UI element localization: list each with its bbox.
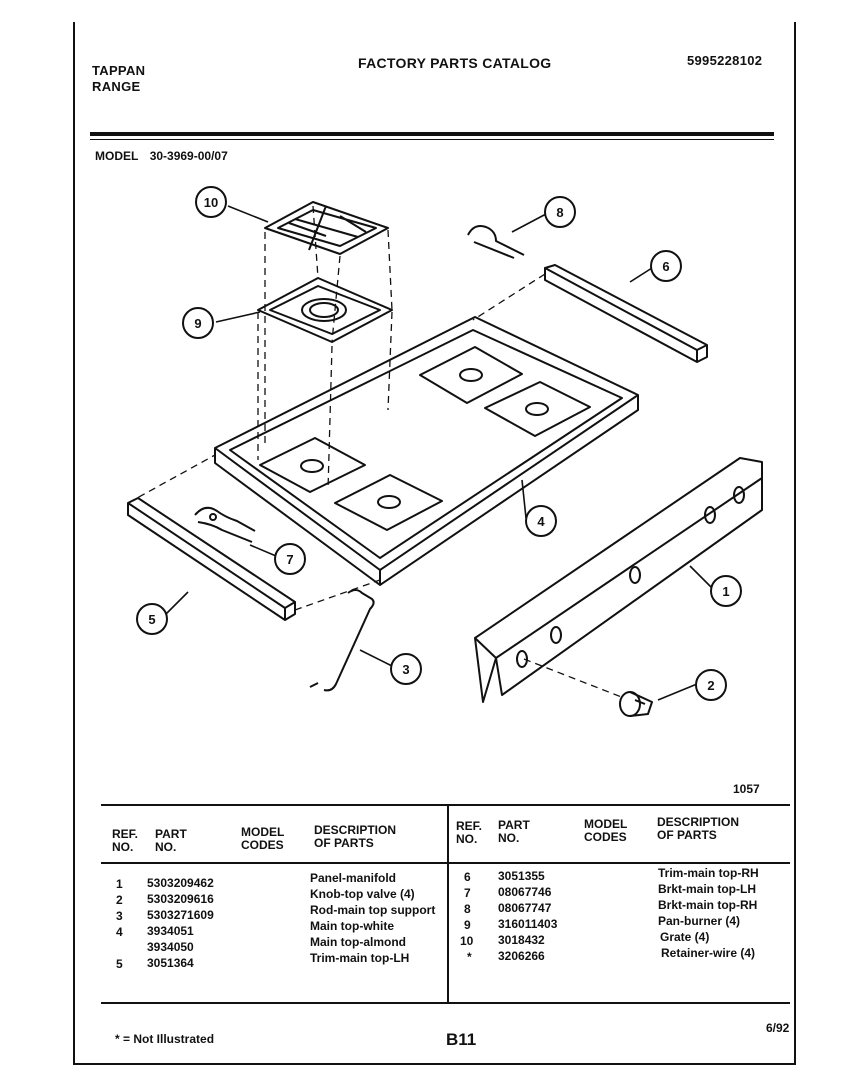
callout-label: 10: [204, 195, 218, 210]
row-part-number: 316011403: [498, 917, 558, 931]
table-top-rule: [101, 804, 790, 806]
row-ref: 7: [464, 886, 471, 900]
row-ref: 8: [464, 902, 471, 916]
row-description: Knob-top valve (4): [310, 887, 415, 901]
callout-circle-7: [274, 543, 306, 575]
callout-label: 8: [556, 205, 563, 220]
callout-circle-5: [136, 603, 168, 635]
left-ref-header: REF.NO.: [112, 827, 139, 854]
callout-label: 9: [194, 316, 201, 331]
row-description: Main top-almond: [310, 935, 406, 949]
support-rod-part: [309, 589, 375, 692]
row-description: Brkt-main top-LH: [658, 882, 756, 896]
row-ref: 9: [464, 918, 471, 932]
row-ref: 6: [464, 870, 471, 884]
row-part-number: 3051355: [498, 869, 545, 883]
row-description: Brkt-main top-RH: [658, 898, 758, 912]
grate-part: [264, 201, 389, 255]
callout-circle-8: [544, 196, 576, 228]
callout-label: 1: [722, 584, 729, 599]
row-part-number: 08067747: [498, 901, 552, 915]
row-part-number: 3934051: [147, 924, 194, 938]
row-ref: 4: [116, 925, 123, 939]
table-column-divider: [447, 806, 449, 1004]
row-part-number: 3018432: [498, 933, 545, 947]
row-description: Rod-main top support: [310, 903, 436, 917]
figure-number: 1057: [733, 782, 760, 796]
row-part-number: 5303209462: [147, 876, 214, 890]
row-description: Pan-burner (4): [658, 914, 741, 928]
model-line: MODEL 30-3969-00/07: [95, 149, 228, 163]
row-description: Trim-main top-RH: [658, 866, 759, 880]
burner-pan-part: [257, 277, 393, 343]
row-description: Main top-white: [310, 919, 394, 933]
callout-circle-6: [650, 250, 682, 282]
model-value: 30-3969-00/07: [149, 149, 228, 163]
row-ref: 10: [460, 934, 474, 948]
trim-lh-part: [127, 497, 296, 621]
row-description: Panel-manifold: [310, 871, 397, 885]
callout-circle-10: [195, 186, 227, 218]
table-header-rule: [101, 862, 790, 864]
row-part-number: 3051364: [147, 956, 194, 970]
catalog-title: FACTORY PARTS CATALOG: [358, 55, 552, 71]
row-description: Trim-main top-LH: [310, 951, 410, 965]
row-part-number: 3206266: [498, 949, 545, 963]
callout-label: 4: [537, 514, 545, 529]
catalog-number: 5995228102: [687, 53, 763, 68]
row-ref: 1: [116, 877, 123, 891]
row-ref: 3: [116, 909, 123, 923]
callout-label: 7: [286, 552, 293, 567]
row-part-number: 5303209616: [147, 892, 214, 906]
brand-name: TAPPAN: [92, 63, 146, 78]
row-part-number: 5303271609: [147, 908, 214, 922]
callout-label: 3: [402, 662, 409, 677]
callout-label: 6: [662, 259, 669, 274]
callout-circle-2: [695, 669, 727, 701]
row-ref: 5: [116, 957, 123, 971]
callout-circle-4: [525, 505, 557, 537]
valve-knob-part: [619, 691, 653, 717]
manifold-panel-part: [474, 457, 763, 703]
brand-product: RANGE: [92, 79, 141, 94]
header-rule-thick: [90, 132, 774, 136]
not-illustrated-note: * = Not Illustrated: [115, 1032, 215, 1046]
callout-circle-9: [182, 307, 214, 339]
row-part-number: 08067746: [498, 885, 552, 899]
callout-label: 2: [707, 678, 714, 693]
right-ref-header: REF.NO.: [456, 819, 483, 846]
row-ref: *: [467, 950, 472, 964]
model-label: MODEL: [95, 149, 139, 163]
table-bottom-rule: [101, 1002, 790, 1004]
row-part-number: 3934050: [147, 940, 194, 954]
exploded-parts-diagram: 10 8 6 9 4 7 5 3 1 2: [127, 186, 763, 717]
row-ref: 2: [116, 893, 123, 907]
trim-rh-part: [544, 264, 708, 363]
callout-circle-1: [710, 575, 742, 607]
callout-label: 5: [148, 612, 155, 627]
brand-block: TAPPAN RANGE: [92, 63, 145, 95]
page-border: [73, 22, 796, 1065]
page-code: B11: [446, 1030, 477, 1049]
bracket-lh-part: [194, 506, 256, 543]
revision-date: 6/92: [766, 1021, 790, 1035]
callout-circle-3: [390, 653, 422, 685]
main-top-part: [214, 316, 639, 586]
header-rule-thin: [90, 139, 774, 140]
bracket-rh-part: [467, 225, 525, 259]
row-description: Retainer-wire (4): [661, 946, 756, 960]
row-description: Grate (4): [660, 930, 710, 944]
